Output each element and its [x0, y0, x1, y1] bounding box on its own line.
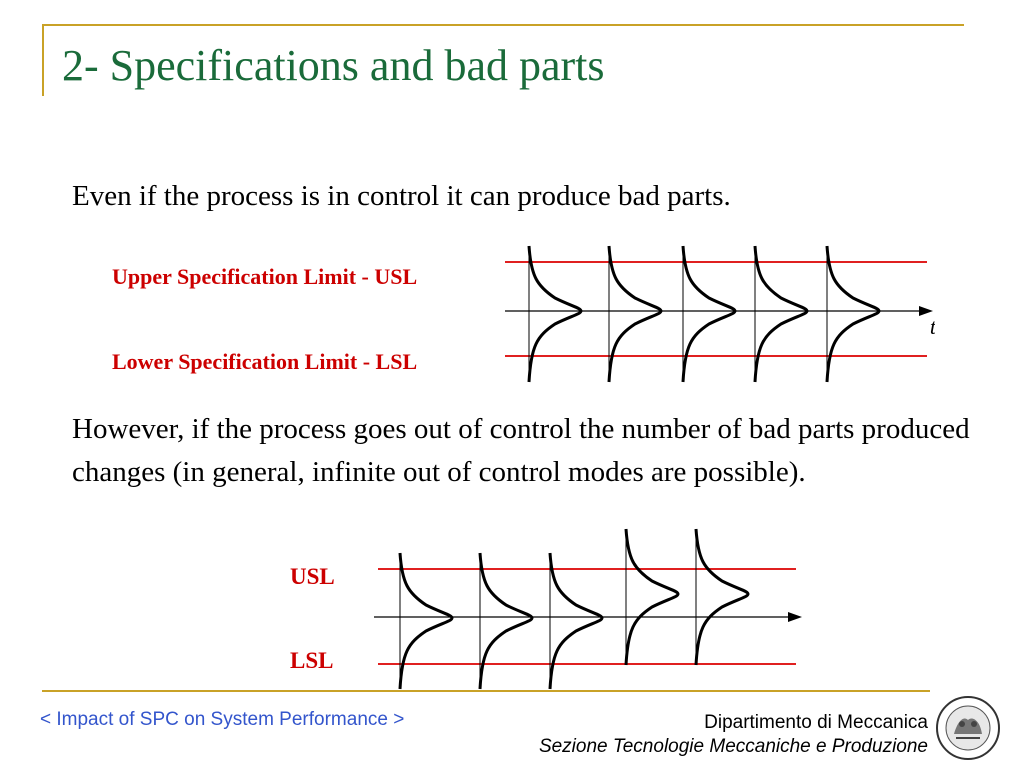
- lsl-label-short: LSL: [290, 648, 334, 673]
- title-frame-left: [42, 24, 44, 96]
- distribution-curves: [398, 528, 750, 690]
- distribution-curve: [753, 245, 809, 383]
- course-title-footer: < Impact of SPC on System Performance >: [40, 709, 405, 730]
- distribution-curve: [607, 245, 663, 383]
- distribution-curve: [548, 552, 604, 690]
- lsl-label: Lower Specification Limit - LSL: [112, 349, 418, 374]
- distribution-curve: [527, 245, 583, 383]
- slide-title: 2- Specifications and bad parts: [62, 41, 605, 90]
- distribution-curve: [681, 245, 737, 383]
- distribution-curve-shifted: [694, 528, 750, 666]
- time-axis-arrow: [919, 306, 933, 316]
- out-of-control-process-diagram: t: [374, 528, 810, 690]
- politecnico-seal-logo: [936, 696, 1000, 760]
- distribution-curves: [527, 245, 881, 383]
- time-label: t: [930, 314, 935, 339]
- paragraph-out-of-control: However, if the process goes out of cont…: [72, 413, 970, 488]
- title-frame-top: [42, 24, 964, 26]
- section-name: Sezione Tecnologie Meccaniche e Produzio…: [538, 736, 928, 757]
- distribution-curve: [825, 245, 881, 383]
- footer-divider: [42, 690, 930, 692]
- in-control-process-diagram: t: [505, 245, 935, 383]
- distribution-curve-shifted: [624, 528, 680, 666]
- distribution-curve: [398, 552, 454, 690]
- time-axis-arrow: [788, 612, 802, 622]
- usl-label-short: USL: [290, 564, 335, 589]
- distribution-curve: [478, 552, 534, 690]
- department-name: Dipartimento di Meccanica: [704, 712, 928, 733]
- paragraph-in-control: Even if the process is in control it can…: [72, 180, 731, 212]
- usl-label: Upper Specification Limit - USL: [112, 264, 418, 289]
